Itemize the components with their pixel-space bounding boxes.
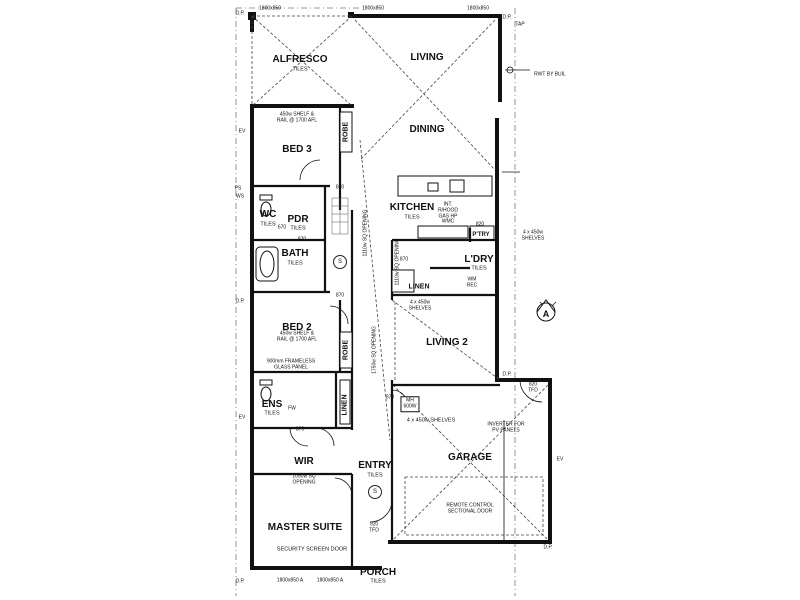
bed2-shelf-note: 450w SHELF & RAIL @ 1700 AFL <box>276 330 318 342</box>
toilet-symbols <box>259 194 273 402</box>
downpipe-garage: D.P. <box>502 371 512 378</box>
window-size-bottom-1: 1800x850 A <box>276 577 304 584</box>
downpipe-bottom-right: D.P. <box>543 544 553 551</box>
room-bath: BATH <box>281 248 309 259</box>
section-marker <box>536 299 556 322</box>
room-wir: WIR <box>294 456 314 467</box>
room-garage: GARAGE <box>448 452 492 463</box>
frameless-glass-note: 900mm FRAMELESS GLASS PANEL <box>266 358 316 370</box>
robe-blocks <box>339 111 415 425</box>
site-boundary <box>235 7 516 596</box>
shower-grid <box>331 197 349 235</box>
room-linen-lower: LINEN <box>341 394 349 416</box>
room-entry: ENTRY <box>358 460 392 471</box>
door-width-670: 670 <box>277 224 287 231</box>
kitchen-appliance-note: INT. R/HOOD GAS HP WMC <box>438 201 458 225</box>
external-walls <box>250 14 552 570</box>
door-width-870-b: 870 <box>335 292 345 299</box>
window-size-bottom-2: 1800x850 A <box>316 577 344 584</box>
pantry-shelves-note: 4 x 450w SHELVES <box>521 229 545 241</box>
window-size-top-3: 1800x850 <box>467 5 489 12</box>
bathtub <box>255 246 279 282</box>
ps-marker: PS <box>234 185 242 192</box>
washing-machine-note: WM REC <box>466 276 478 288</box>
ev-left-1: EV <box>238 128 246 135</box>
door-width-870-e: 870 <box>295 426 305 433</box>
kitchen-bench <box>397 175 495 241</box>
downpipe-top-left: D.P. <box>235 10 245 17</box>
door-width-870-c: 870 <box>399 256 409 263</box>
room-alfresco: ALFRESCO <box>272 54 328 65</box>
window-size-top-2: 1800x850 <box>362 5 384 12</box>
smoke-alarm-1: S <box>333 255 347 269</box>
room-entry-finish: TILES <box>367 472 383 479</box>
room-ensuite-finish: TILES <box>264 410 280 417</box>
ws-marker: WS <box>235 193 245 200</box>
room-dining: DINING <box>409 124 445 135</box>
room-living: LIVING <box>410 52 444 63</box>
inverter-note: INVERTER FOR PV PANELS <box>487 421 525 433</box>
room-bath-finish: TILES <box>287 260 303 267</box>
tap-label: TAP <box>515 21 525 28</box>
room-pantry: P'TRY <box>472 232 490 238</box>
door-swings <box>289 159 543 523</box>
room-laundry-finish: TILES <box>471 265 487 272</box>
room-master-suite: MASTER SUITE <box>267 522 343 533</box>
garage-door-note: REMOTE CONTROL SECTIONAL DOOR <box>446 502 494 514</box>
room-kitchen: KITCHEN <box>389 202 435 213</box>
section-a-label: A <box>542 309 550 319</box>
robe-bed2: ROBE <box>342 339 350 361</box>
room-living2: LIVING 2 <box>426 337 468 348</box>
window-size-top-1: 1800x850 <box>259 5 281 12</box>
ev-right: EV <box>556 456 564 463</box>
room-ensuite: ENS <box>261 399 283 410</box>
entry-door-size: 920 TFD <box>369 521 379 533</box>
room-porch-finish: TILES <box>370 578 386 585</box>
downpipe-bottom-left: D.P. <box>235 578 245 585</box>
downpipe-top-right: D.P. <box>502 14 512 21</box>
door-width-820: 820 <box>475 221 485 228</box>
kitchen-opening-note: 1110w SQ OPENING <box>362 209 369 257</box>
room-linen-upper: LINEN <box>408 283 430 291</box>
alfresco-post-2 <box>348 12 354 18</box>
garage-door-size-1: 820 TFD <box>528 381 538 393</box>
room-kitchen-finish: TILES <box>404 214 420 221</box>
door-width-870-f: 870 <box>385 394 395 401</box>
robe-bed3: ROBE <box>342 121 350 143</box>
garage-shelves-note: 4 x 450w SHELVES <box>406 417 456 424</box>
bed3-shelf-note: 450w SHELF & RAIL @ 1700 AFL <box>276 111 318 123</box>
room-laundry: L'DRY <box>464 254 494 265</box>
room-pdr: PDR <box>287 214 309 225</box>
shelves-note-linen: 4 x 450w SHELVES <box>408 299 432 311</box>
wir-opening-note: 1050w SQ OPENING <box>292 473 316 485</box>
room-wc: WC <box>259 209 277 220</box>
rainwater-tank-label: RWT BY BUIL <box>534 71 566 78</box>
meter-box: MH 600W <box>400 396 420 412</box>
living-diagonals <box>354 19 501 441</box>
door-width-870-d: 870 <box>297 236 307 243</box>
room-wc-finish: TILES <box>260 221 276 228</box>
floor-waste-mark: FW <box>288 405 296 412</box>
room-alfresco-finish: TILES <box>292 66 308 73</box>
room-porch: PORCH <box>359 567 397 578</box>
alfresco-outline <box>251 15 353 107</box>
room-bed2: BED 2 <box>282 322 312 333</box>
room-bed3: BED 3 <box>282 144 312 155</box>
smoke-alarm-2: S <box>368 485 382 499</box>
door-width-870-a: 870 <box>335 184 345 191</box>
hall-opening-note: 1750w SQ OPENING <box>371 326 378 374</box>
room-pdr-finish: TILES <box>290 225 306 232</box>
security-door-note: SECURITY SCREEN DOOR <box>276 546 348 553</box>
downpipe-mid-left: D.P. <box>235 298 245 305</box>
ev-left-2: EV <box>238 414 246 421</box>
garage-door-outline <box>404 476 544 536</box>
